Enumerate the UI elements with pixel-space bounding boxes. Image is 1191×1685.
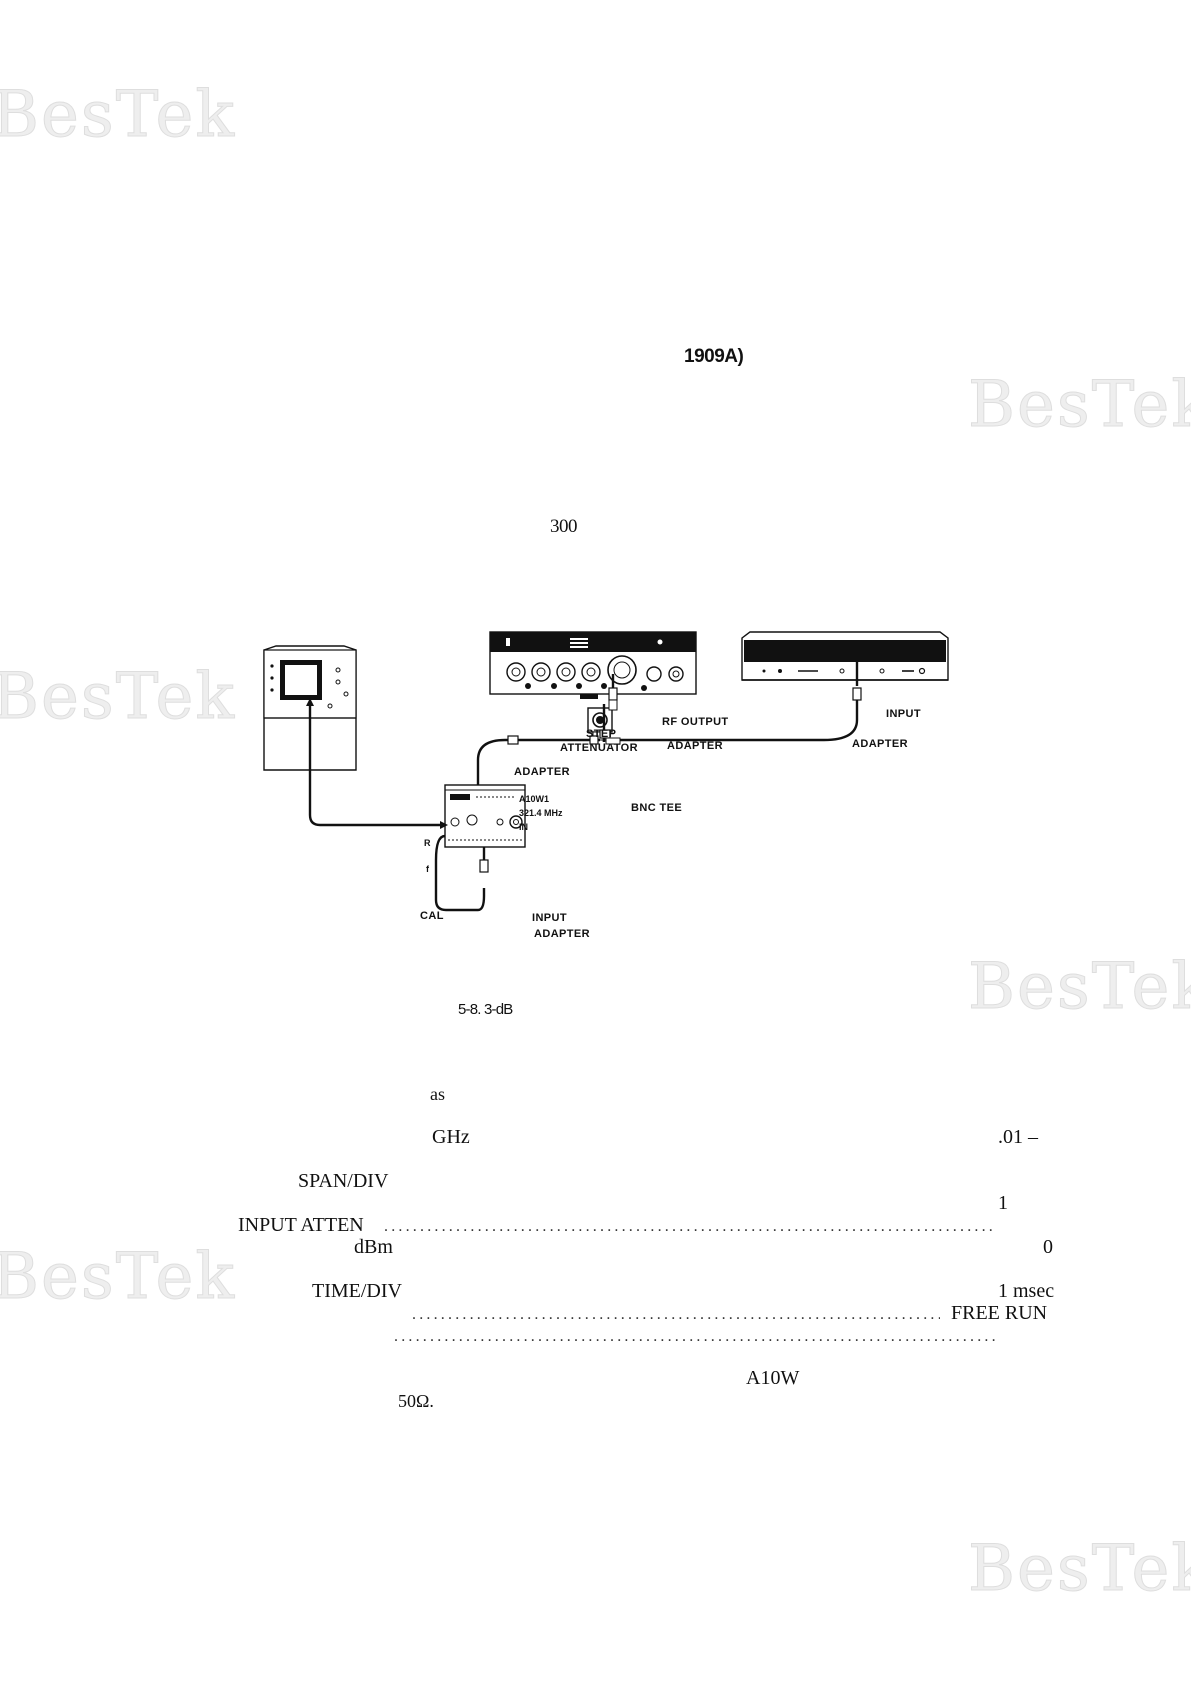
text-fragment: A10W: [746, 1367, 800, 1389]
label-r: R: [424, 838, 431, 848]
signal-generator: [489, 631, 697, 699]
label-adapter: ADAPTER: [534, 928, 590, 940]
label-f: f: [426, 864, 429, 874]
text-fragment: GHz: [432, 1126, 470, 1148]
setting-value: 1: [998, 1192, 1008, 1214]
label-adapter: ADAPTER: [514, 766, 570, 778]
leader-dots: ........................................…: [384, 1218, 994, 1235]
label-bnc-tee: BNC TEE: [631, 802, 683, 814]
adapters: [479, 687, 862, 873]
watermark: BesTek: [0, 1240, 237, 1315]
setting-value: FREE RUN: [951, 1302, 1048, 1324]
leader-dots: ........................................…: [412, 1306, 940, 1323]
model-number: 1909A): [684, 346, 744, 367]
setting-value: .01 –: [998, 1126, 1038, 1148]
setting-value: 1 msec: [998, 1280, 1055, 1302]
frequency-value: 300: [550, 516, 578, 537]
setting-value: 0: [1043, 1236, 1053, 1258]
cable-arrow: [440, 821, 448, 829]
figure-caption: 5-8. 3-dB: [458, 1001, 513, 1018]
label-rf-output: RF OUTPUT: [662, 716, 729, 728]
cables: [308, 660, 859, 912]
cable-arrow: [306, 698, 314, 706]
text-fragment: dBm: [354, 1236, 393, 1258]
setting-label: TIME/DIV: [312, 1280, 402, 1302]
watermark: BesTek: [967, 950, 1191, 1025]
watermark: BesTek: [967, 1532, 1191, 1607]
label-adapter: ADAPTER: [667, 740, 723, 752]
label-adapter: ADAPTER: [852, 738, 908, 750]
text-fragment: 50Ω.: [398, 1391, 434, 1411]
label-cal: CAL: [420, 910, 444, 922]
label-step: STEP: [586, 728, 617, 740]
label-in: IN: [519, 822, 528, 832]
watermark: BesTek: [0, 660, 237, 735]
text-fragment: as: [430, 1084, 445, 1104]
leader-dots: ........................................…: [394, 1328, 998, 1345]
label-a10w1: A10W1: [519, 794, 550, 804]
converter-unit: [444, 784, 526, 848]
label-attenuator: ATTENUATOR: [560, 742, 638, 754]
setting-label: INPUT ATTEN: [238, 1214, 364, 1236]
label-frequency: 321.4 MHz: [519, 808, 563, 818]
watermark: BesTek: [967, 368, 1191, 443]
label-input: INPUT: [532, 912, 567, 924]
watermark: BesTek: [0, 78, 237, 153]
setting-label: SPAN/DIV: [298, 1170, 389, 1192]
frequency-counter: [741, 631, 949, 681]
label-input: INPUT: [886, 708, 921, 720]
test-setup-diagram: [263, 631, 949, 912]
